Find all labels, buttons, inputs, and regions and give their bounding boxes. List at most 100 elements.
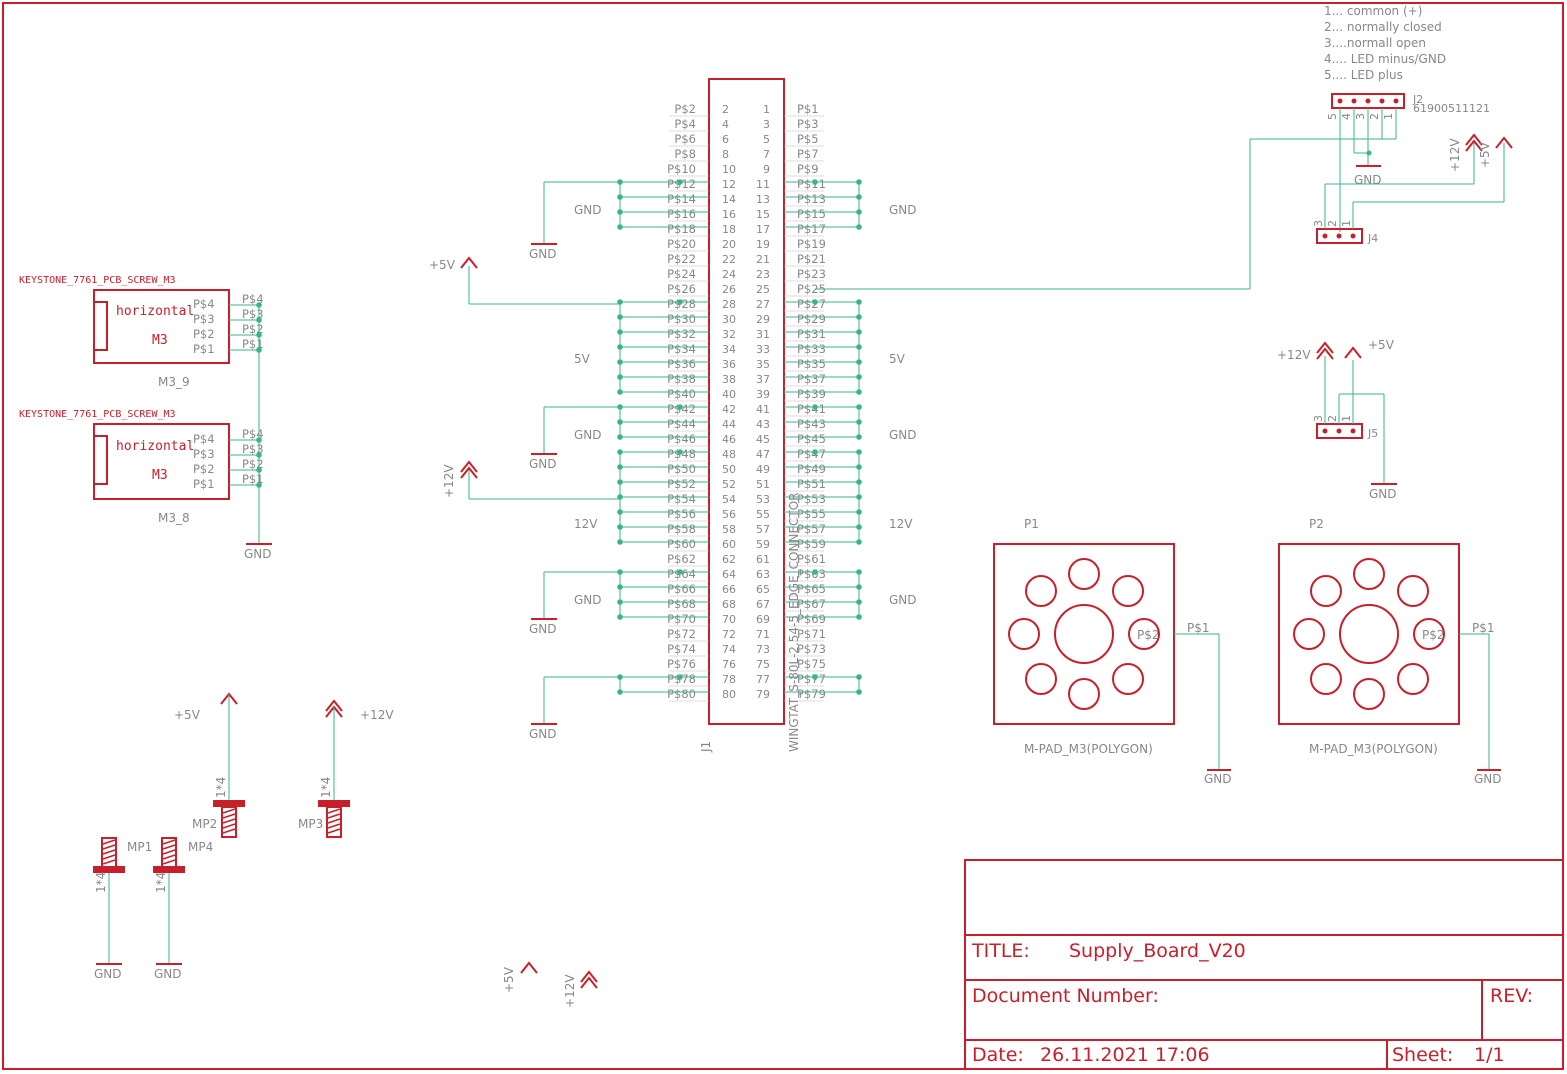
connector-pin-number-right: 3 — [763, 118, 770, 131]
mounting-screw-head — [213, 800, 245, 807]
connector-pin-label-right: P$43 — [797, 417, 826, 431]
sheet-label: Sheet: — [1392, 1044, 1453, 1066]
connector-pin-label-right: P$5 — [797, 132, 819, 146]
screw-pin-label: P$2 — [193, 327, 215, 341]
connector-pin-number-right: 13 — [756, 193, 770, 206]
connector-pin-label-left: P$60 — [667, 537, 696, 551]
connector-pin-number-right: 23 — [756, 268, 770, 281]
net-label-5v: 5V — [889, 352, 906, 366]
connector-pin-number-left: 54 — [722, 493, 736, 506]
junction-dot — [812, 404, 818, 410]
mounting-screw-thread — [327, 808, 341, 814]
junction-dot — [617, 329, 623, 335]
j2-designator: J2 — [1412, 93, 1423, 106]
connector-pin-label-right: P$33 — [797, 342, 826, 356]
connector-pin-label-right: P$1 — [797, 102, 819, 116]
connector-j4 — [1316, 143, 1505, 244]
gnd-label: GND — [94, 967, 122, 981]
power-5v-arrow — [1344, 346, 1362, 359]
mp-value: 1*4 — [214, 777, 228, 798]
connector-pin-number-left: 32 — [722, 328, 736, 341]
connector-pin-number-right: 21 — [756, 253, 770, 266]
connector-pin-number-left: 4 — [722, 118, 729, 131]
mp-value: 1*4 — [319, 777, 333, 798]
connector-pin-number-left: 52 — [722, 478, 736, 491]
junction-dot — [856, 194, 862, 200]
junction-dot — [856, 299, 862, 305]
connector-pin-number-right: 11 — [756, 178, 770, 191]
junction-dot — [617, 209, 623, 215]
connector-pin-number-right: 37 — [756, 373, 770, 386]
screw-pin-label: P$1 — [193, 342, 215, 356]
power-12v-arrow — [1316, 341, 1334, 354]
junction-dot — [856, 389, 862, 395]
junction-dot — [856, 329, 862, 335]
net-label-12v: 12V — [889, 517, 913, 531]
junction-dot — [856, 539, 862, 545]
legend-line: 2... normally closed — [1324, 20, 1442, 34]
connector-pin-label-right: P$53 — [797, 492, 826, 506]
mounting-screw-thread — [102, 854, 116, 860]
junction-dot — [617, 194, 623, 200]
connector-pin-number-right: 41 — [756, 403, 770, 416]
mounting-screw-thread — [102, 849, 116, 855]
gnd-label: GND — [244, 547, 272, 561]
junction-dot — [617, 389, 623, 395]
j5-pin-number: 2 — [1326, 415, 1339, 422]
connector-pin-number-left: 44 — [722, 418, 736, 431]
junction-dot — [812, 569, 818, 575]
connector-pin-number-right: 17 — [756, 223, 770, 236]
power-5v-arrow — [1495, 136, 1513, 149]
junction-dot — [617, 509, 623, 515]
junction-dot — [856, 179, 862, 185]
pad-inner-pin: P$2 — [1422, 628, 1445, 642]
connector-pin-number-left: 70 — [722, 613, 736, 626]
connector-pin-label-left: P$72 — [667, 627, 696, 641]
mounting-screw-thread — [327, 823, 341, 829]
connector-pin-label-right: P$7 — [797, 147, 819, 161]
mounting-screw-head — [153, 866, 185, 873]
connector-pin-label-left: P$66 — [667, 582, 696, 596]
connector-pin-label-left: P$24 — [667, 267, 696, 281]
connector-pin-label-right: P$65 — [797, 582, 826, 596]
net-label-gnd: GND — [574, 593, 602, 607]
power-12v-arrow — [580, 976, 598, 989]
connector-pin-number-right: 57 — [756, 523, 770, 536]
connector-pin-number-right: 65 — [756, 583, 770, 596]
connector-pin-number-right: 43 — [756, 418, 770, 431]
j5-designator: J5 — [1367, 427, 1378, 440]
connector-pin-label-right: P$21 — [797, 252, 826, 266]
junction-dot — [617, 689, 623, 695]
pad-inner-pin: P$2 — [1137, 628, 1160, 642]
legend-line: 5.... LED plus — [1324, 68, 1403, 82]
connector-pin-label-left: P$36 — [667, 357, 696, 371]
junction-dot — [617, 344, 623, 350]
power-label-12v: +12V — [360, 708, 394, 722]
connector-pin-label-left: P$32 — [667, 327, 696, 341]
mounting-screw-thread — [327, 828, 341, 834]
connector-pin-number-left: 30 — [722, 313, 736, 326]
junction-dot — [856, 614, 862, 620]
connector-pin-label-right: P$73 — [797, 642, 826, 656]
mp-label: MP2 — [192, 817, 217, 831]
connector-pin-label-right: P$55 — [797, 507, 826, 521]
connector-pin-label-left: P$26 — [667, 282, 696, 296]
junction-dot — [856, 509, 862, 515]
connector-pin-label-right: P$75 — [797, 657, 826, 671]
connector-pin-number-right: 67 — [756, 598, 770, 611]
mounting-screw-thread — [102, 839, 116, 845]
junction-dot — [856, 314, 862, 320]
legend-line: 1... common (+) — [1324, 4, 1422, 18]
mounting-screw-thread — [162, 839, 176, 845]
connector-pin-number-left: 78 — [722, 673, 736, 686]
date-value: 26.11.2021 17:06 — [1040, 1044, 1210, 1066]
power-label-5v: +5V — [429, 258, 456, 272]
power-label-12v: +12V — [1277, 348, 1311, 362]
junction-dot — [856, 674, 862, 680]
net-label-gnd: GND — [889, 203, 917, 217]
connector-pin-number-right: 63 — [756, 568, 770, 581]
connector-pin-label-left: P$2 — [674, 102, 696, 116]
connector-pin-number-right: 5 — [763, 133, 770, 146]
